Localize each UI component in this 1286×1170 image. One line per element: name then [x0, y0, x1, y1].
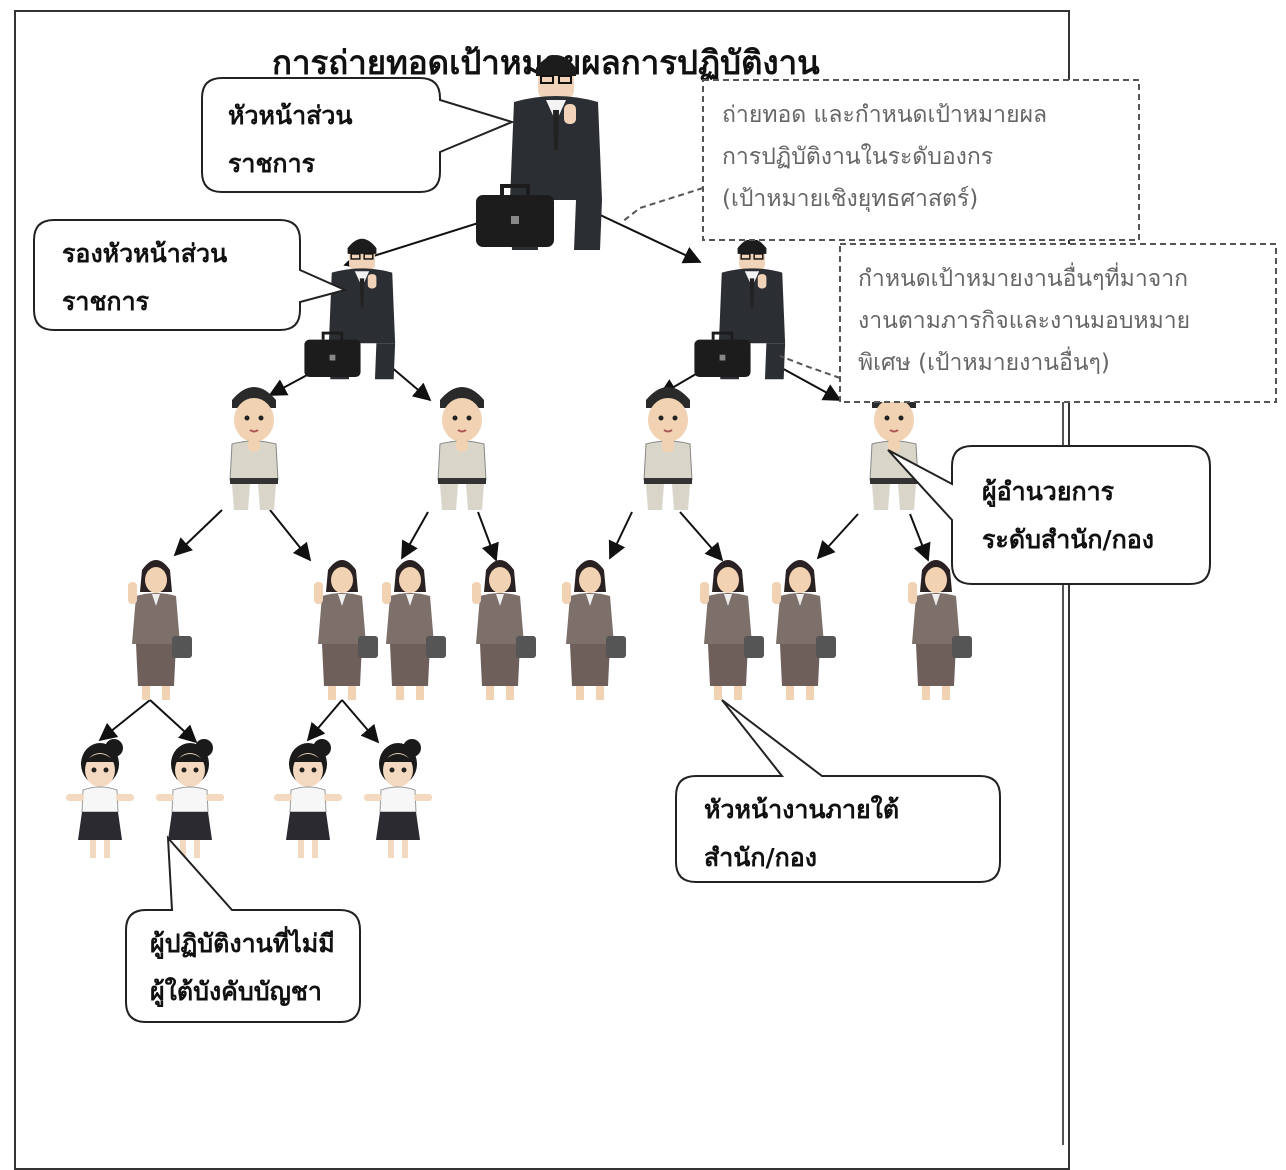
- director-figure-3: [643, 386, 693, 511]
- callout-director-line2: ระดับสำนัก/กอง: [982, 525, 1154, 554]
- note-box-other: [839, 243, 1277, 403]
- note-strategic: ถ่ายทอด และกำหนดเป้าหมายผล การปฏิบัติงาน…: [722, 94, 1047, 220]
- bubble-worker: [125, 835, 361, 1023]
- deputy-head-figure-right: [692, 237, 787, 381]
- department-head-figure: [474, 53, 604, 252]
- bubble-director: [887, 445, 1211, 585]
- section-head-figure-6: [700, 560, 764, 700]
- worker-figure-1: [65, 738, 135, 859]
- callout-deputy-line1: รองหัวหน้าส่วน: [62, 239, 228, 268]
- note-box-strategic: [702, 79, 1140, 241]
- callout-deputy: รองหัวหน้าส่วน ราชการ: [62, 230, 227, 326]
- note-connector-other: [779, 355, 841, 379]
- note-connector-strategic: [621, 187, 704, 223]
- org-chart: [33, 53, 1277, 1023]
- deputy-head-figure-left: [302, 237, 397, 381]
- section-head-figure-1: [128, 560, 192, 700]
- note-other: กำหนดเป้าหมายงานอื่นๆที่มาจาก งานตามภารก…: [858, 258, 1190, 384]
- director-figure-2: [437, 386, 487, 511]
- callout-deputy-line2: ราชการ: [62, 287, 150, 316]
- section-head-figure-7: [772, 560, 836, 700]
- note-other-line1: กำหนดเป้าหมายงานอื่นๆที่มาจาก: [858, 266, 1189, 292]
- callout-head-line2: ราชการ: [228, 149, 316, 178]
- section-head-figure-3: [382, 560, 446, 700]
- section-head-figure-2: [314, 560, 378, 700]
- section-head-figure-4: [472, 560, 536, 700]
- callout-director-line1: ผู้อำนวยการ: [982, 477, 1115, 506]
- callout-director: ผู้อำนวยการ ระดับสำนัก/กอง: [982, 468, 1154, 564]
- worker-figure-2: [155, 738, 225, 859]
- callout-head: หัวหน้าส่วน ราชการ: [228, 92, 353, 188]
- bubble-deputy: [33, 219, 348, 331]
- section-head-figure-5: [562, 560, 626, 700]
- callout-head-line1: หัวหน้าส่วน: [228, 101, 353, 130]
- note-strategic-line3: (เป้าหมายเชิงยุทธศาสตร์): [722, 186, 979, 212]
- diagram-right-border: [1062, 400, 1064, 1145]
- callout-section-head-line2: สำนัก/กอง: [704, 843, 818, 872]
- note-other-line2: งานตามภารกิจและงานมอบหมาย: [858, 308, 1191, 334]
- worker-figure-3: [273, 738, 343, 859]
- callout-section-head: หัวหน้างานภายใต้ สำนัก/กอง: [704, 786, 899, 882]
- note-strategic-line2: การปฏิบัติงานในระดับองกร: [722, 144, 994, 170]
- callout-worker-line2: ผู้ใต้บังคับบัญชา: [150, 977, 322, 1006]
- note-strategic-line1: ถ่ายทอด และกำหนดเป้าหมายผล: [722, 102, 1048, 128]
- director-figure-4: [869, 386, 919, 511]
- director-figure-1: [229, 386, 279, 511]
- note-other-line3: พิเศษ (เป้าหมายงานอื่นๆ): [858, 350, 1110, 376]
- worker-figure-4: [363, 738, 433, 859]
- bubble-head: [201, 77, 515, 193]
- callout-worker: ผู้ปฏิบัติงานที่ไม่มี ผู้ใต้บังคับบัญชา: [150, 920, 335, 1016]
- callout-section-head-line1: หัวหน้างานภายใต้: [704, 795, 900, 824]
- callout-worker-line1: ผู้ปฏิบัติงานที่ไม่มี: [150, 929, 335, 958]
- bubble-section-head: [675, 699, 1001, 883]
